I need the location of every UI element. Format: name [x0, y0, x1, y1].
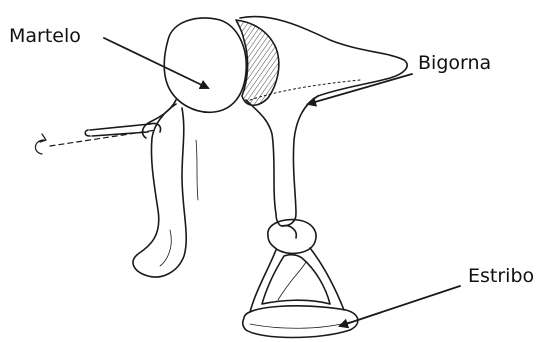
estribo-label: Estribo [468, 267, 534, 286]
estribo-leader-line [340, 286, 460, 326]
martelo-label: Martelo [9, 27, 81, 46]
martelo-leader-line [104, 38, 208, 88]
incudomalleolar-joint [236, 20, 279, 105]
bigorna-leader-line [308, 74, 412, 104]
rotation-axis [35, 130, 156, 154]
malleus-bone [85, 18, 246, 277]
bigorna-label: Bigorna [418, 54, 491, 73]
stapes-bone [243, 220, 358, 338]
